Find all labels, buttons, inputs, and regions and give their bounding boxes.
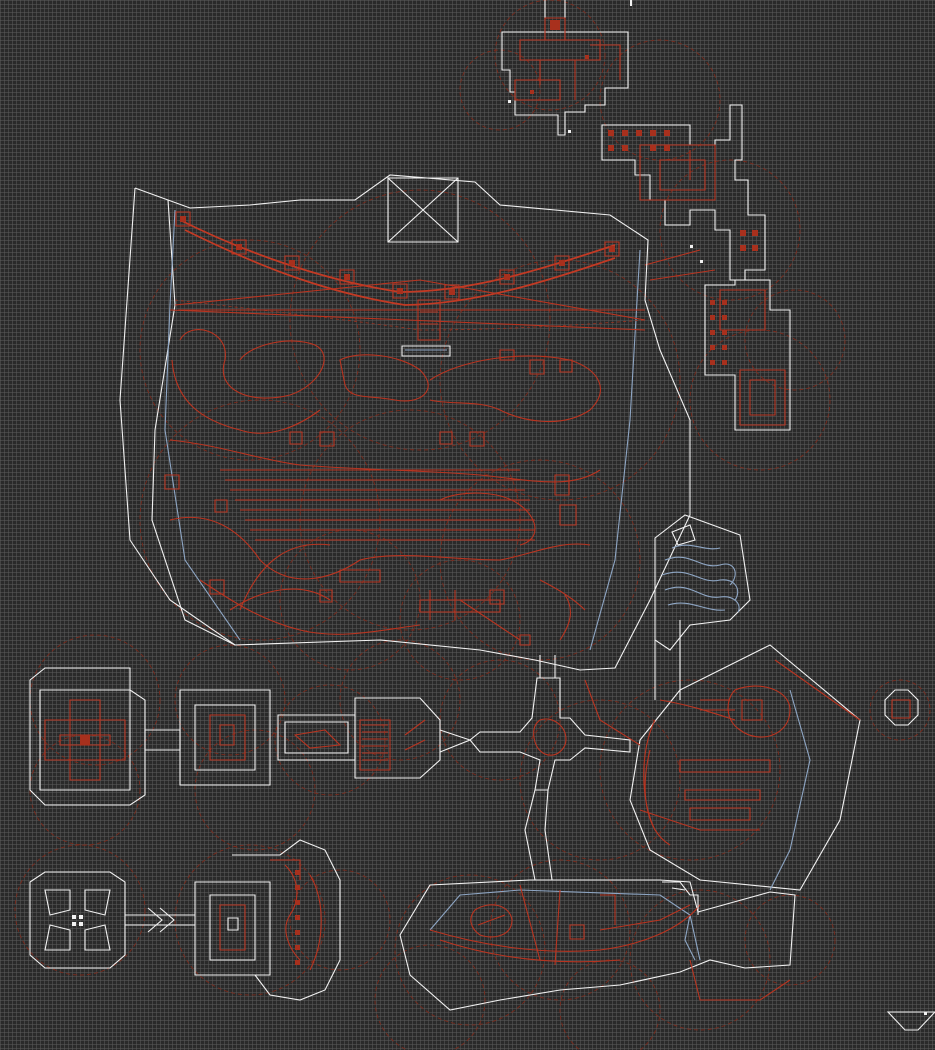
corner-triangle-icon: [886, 1011, 935, 1031]
hub-junction: [469, 655, 631, 881]
right-arena: [629, 644, 919, 891]
right-maze: [601, 104, 791, 431]
central-cavern: [119, 174, 691, 671]
vertex-markers: [508, 0, 703, 263]
water-area: [654, 514, 751, 700]
left-rooms-middle: [29, 667, 472, 806]
left-rooms-bottom: [29, 839, 341, 1001]
bottom-cavern: [399, 879, 796, 1011]
sound-radius-layer: [14, 0, 931, 1050]
top-room-cluster: [501, 0, 629, 136]
connector-lines: [169, 279, 861, 831]
